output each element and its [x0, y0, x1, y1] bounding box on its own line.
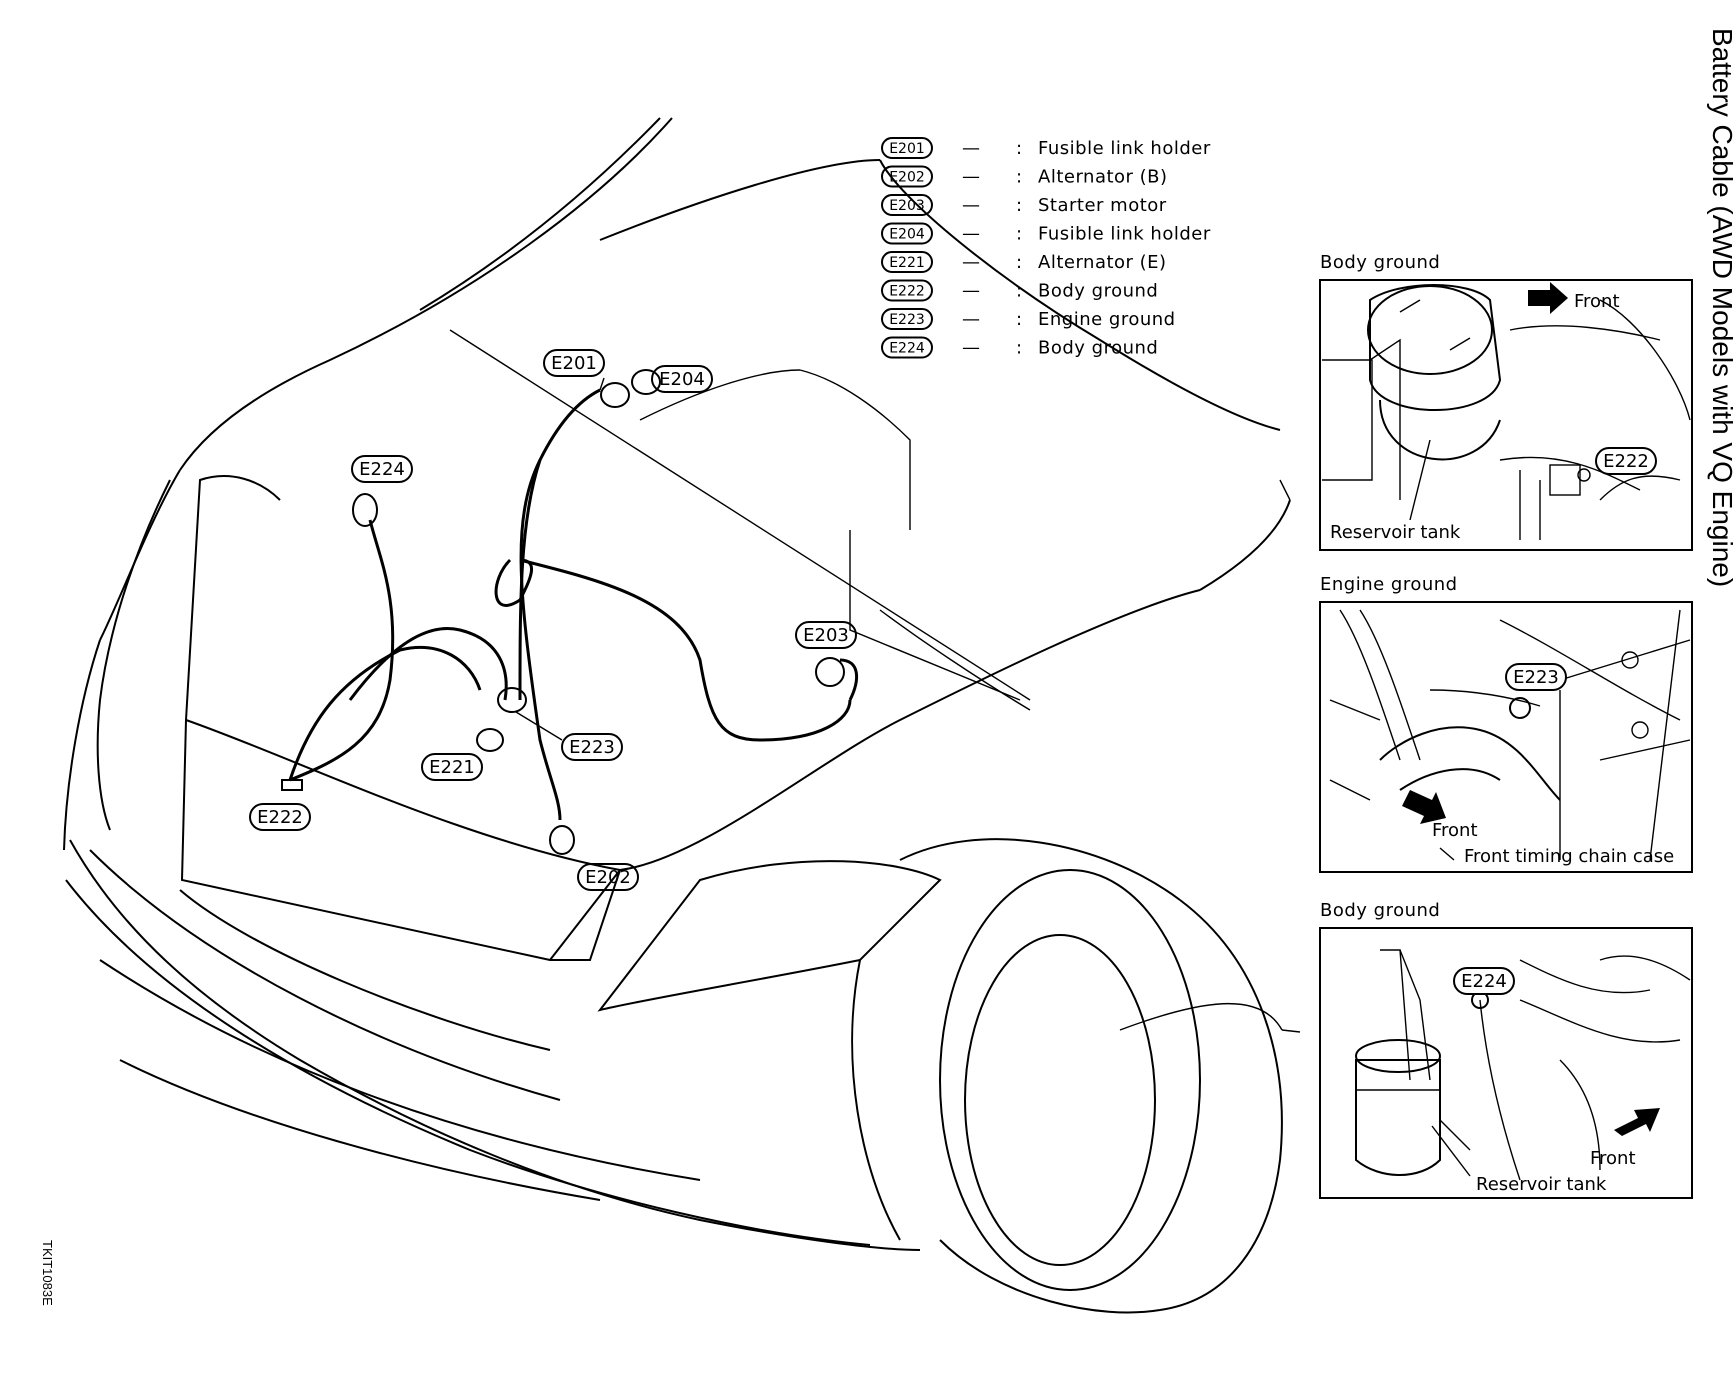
legend-connector-badge [881, 308, 933, 330]
callout-e224: E224 [351, 455, 413, 483]
legend-code: E223 [889, 312, 925, 328]
legend-dash: — [962, 281, 981, 302]
legend-description: Fusible link holder [1038, 224, 1211, 245]
panel-middle-chain-case-label: Front timing chain case [1464, 846, 1674, 867]
legend-dash: — [962, 338, 981, 359]
legend-colon: : [1016, 338, 1023, 359]
legend-colon: : [1016, 252, 1023, 273]
legend-colon: : [1016, 195, 1023, 216]
legend-colon: : [1016, 138, 1023, 159]
legend-description: Body ground [1038, 281, 1158, 302]
diagram-title: Battery Cable (AWD Models with VQ Engine… [1707, 28, 1736, 588]
car-body [63, 117, 1301, 1314]
panel-bottom-reservoir-label: Reservoir tank [1476, 1174, 1607, 1195]
legend-dash: — [962, 138, 981, 159]
svg-text:E223: E223 [569, 737, 615, 758]
legend-description: Alternator (E) [1038, 252, 1167, 273]
callout-e221: E221 [421, 753, 483, 781]
legend-description: Body ground [1038, 338, 1158, 359]
legend-colon: : [1016, 309, 1023, 330]
front-arrow-icon [1402, 790, 1446, 824]
figure-code: TKIT1083E [40, 1240, 55, 1306]
legend-description: Fusible link holder [1038, 138, 1211, 159]
callout-e204: E204 [651, 365, 713, 393]
callout-e203: E203 [795, 621, 857, 649]
legend-code: E222 [889, 284, 925, 300]
legend-code: E221 [889, 255, 925, 271]
callout-e222: E222 [249, 803, 311, 831]
callout-e201: E201 [543, 349, 605, 377]
legend-dash: — [962, 224, 981, 245]
panel-top-reservoir-label: Reservoir tank [1330, 522, 1461, 543]
legend-row: E201 —: Fusible link holder [881, 137, 1211, 159]
legend-row: E224 —: Body ground [881, 336, 1158, 359]
legend-connector-badge [881, 279, 933, 302]
legend-dash: — [962, 195, 981, 216]
legend: E201—:Fusible link holderE202—:Alternato… [881, 137, 1211, 359]
panel-bottom-front-label: Front [1590, 1148, 1636, 1169]
svg-text:E203: E203 [803, 625, 849, 646]
legend-row: E203 —: Starter motor [881, 194, 1167, 216]
legend-dash: — [962, 252, 981, 273]
legend-row: E221 —: Alternator (E) [881, 251, 1167, 273]
legend-code: E204 [889, 227, 925, 243]
legend-row: E223 —: Engine ground [881, 308, 1176, 330]
panel-bottom-title: Body ground [1320, 900, 1440, 921]
legend-connector-badge [881, 165, 933, 188]
svg-text:E204: E204 [659, 369, 705, 390]
legend-dash: — [962, 167, 981, 188]
battery-cable-wiring [281, 369, 859, 855]
panel-middle-badge: E223 [1513, 667, 1559, 688]
callout-e223: E223 [561, 733, 623, 761]
legend-row: E204 —: Fusible link holder [881, 222, 1211, 245]
legend-colon: : [1016, 167, 1023, 188]
svg-text:E201: E201 [551, 353, 597, 374]
legend-connector-badge [881, 137, 933, 159]
svg-text:E222: E222 [257, 807, 303, 828]
panel-top-badge: E222 [1603, 451, 1649, 472]
legend-row: E222 —: Body ground [881, 279, 1158, 302]
legend-colon: : [1016, 224, 1023, 245]
front-arrow-icon [1614, 1108, 1660, 1136]
panel-bottom-badge: E224 [1461, 971, 1507, 992]
svg-text:E202: E202 [585, 867, 631, 888]
panel-top-body-ground: Front E222 Reservoir tank [1319, 279, 1693, 551]
legend-dash: — [962, 309, 981, 330]
legend-row: E202 —: Alternator (B) [881, 165, 1168, 188]
legend-description: Starter motor [1038, 195, 1167, 216]
panel-middle-title: Engine ground [1320, 574, 1458, 595]
panel-bottom-body-ground: Front E224 Reservoir tank [1319, 927, 1693, 1199]
legend-connector-badge [881, 336, 933, 359]
svg-text:E221: E221 [429, 757, 475, 778]
panel-top-front-label: Front [1574, 291, 1620, 312]
legend-connector-badge [881, 222, 933, 245]
panel-middle-engine-ground: Front E223 Front timing chain case [1319, 601, 1693, 873]
legend-connector-badge [881, 194, 933, 216]
legend-code: E224 [889, 341, 925, 357]
legend-code: E201 [889, 141, 925, 157]
legend-description: Alternator (B) [1038, 167, 1168, 188]
legend-description: Engine ground [1038, 309, 1176, 330]
legend-code: E203 [889, 198, 925, 214]
callout-e202: E202 [577, 863, 639, 891]
front-arrow-icon [1528, 282, 1568, 314]
panel-middle-front-label: Front [1432, 820, 1478, 841]
legend-colon: : [1016, 281, 1023, 302]
legend-connector-badge [881, 251, 933, 273]
panel-top-title: Body ground [1320, 252, 1440, 273]
svg-text:E224: E224 [359, 459, 405, 480]
legend-code: E202 [889, 170, 925, 186]
